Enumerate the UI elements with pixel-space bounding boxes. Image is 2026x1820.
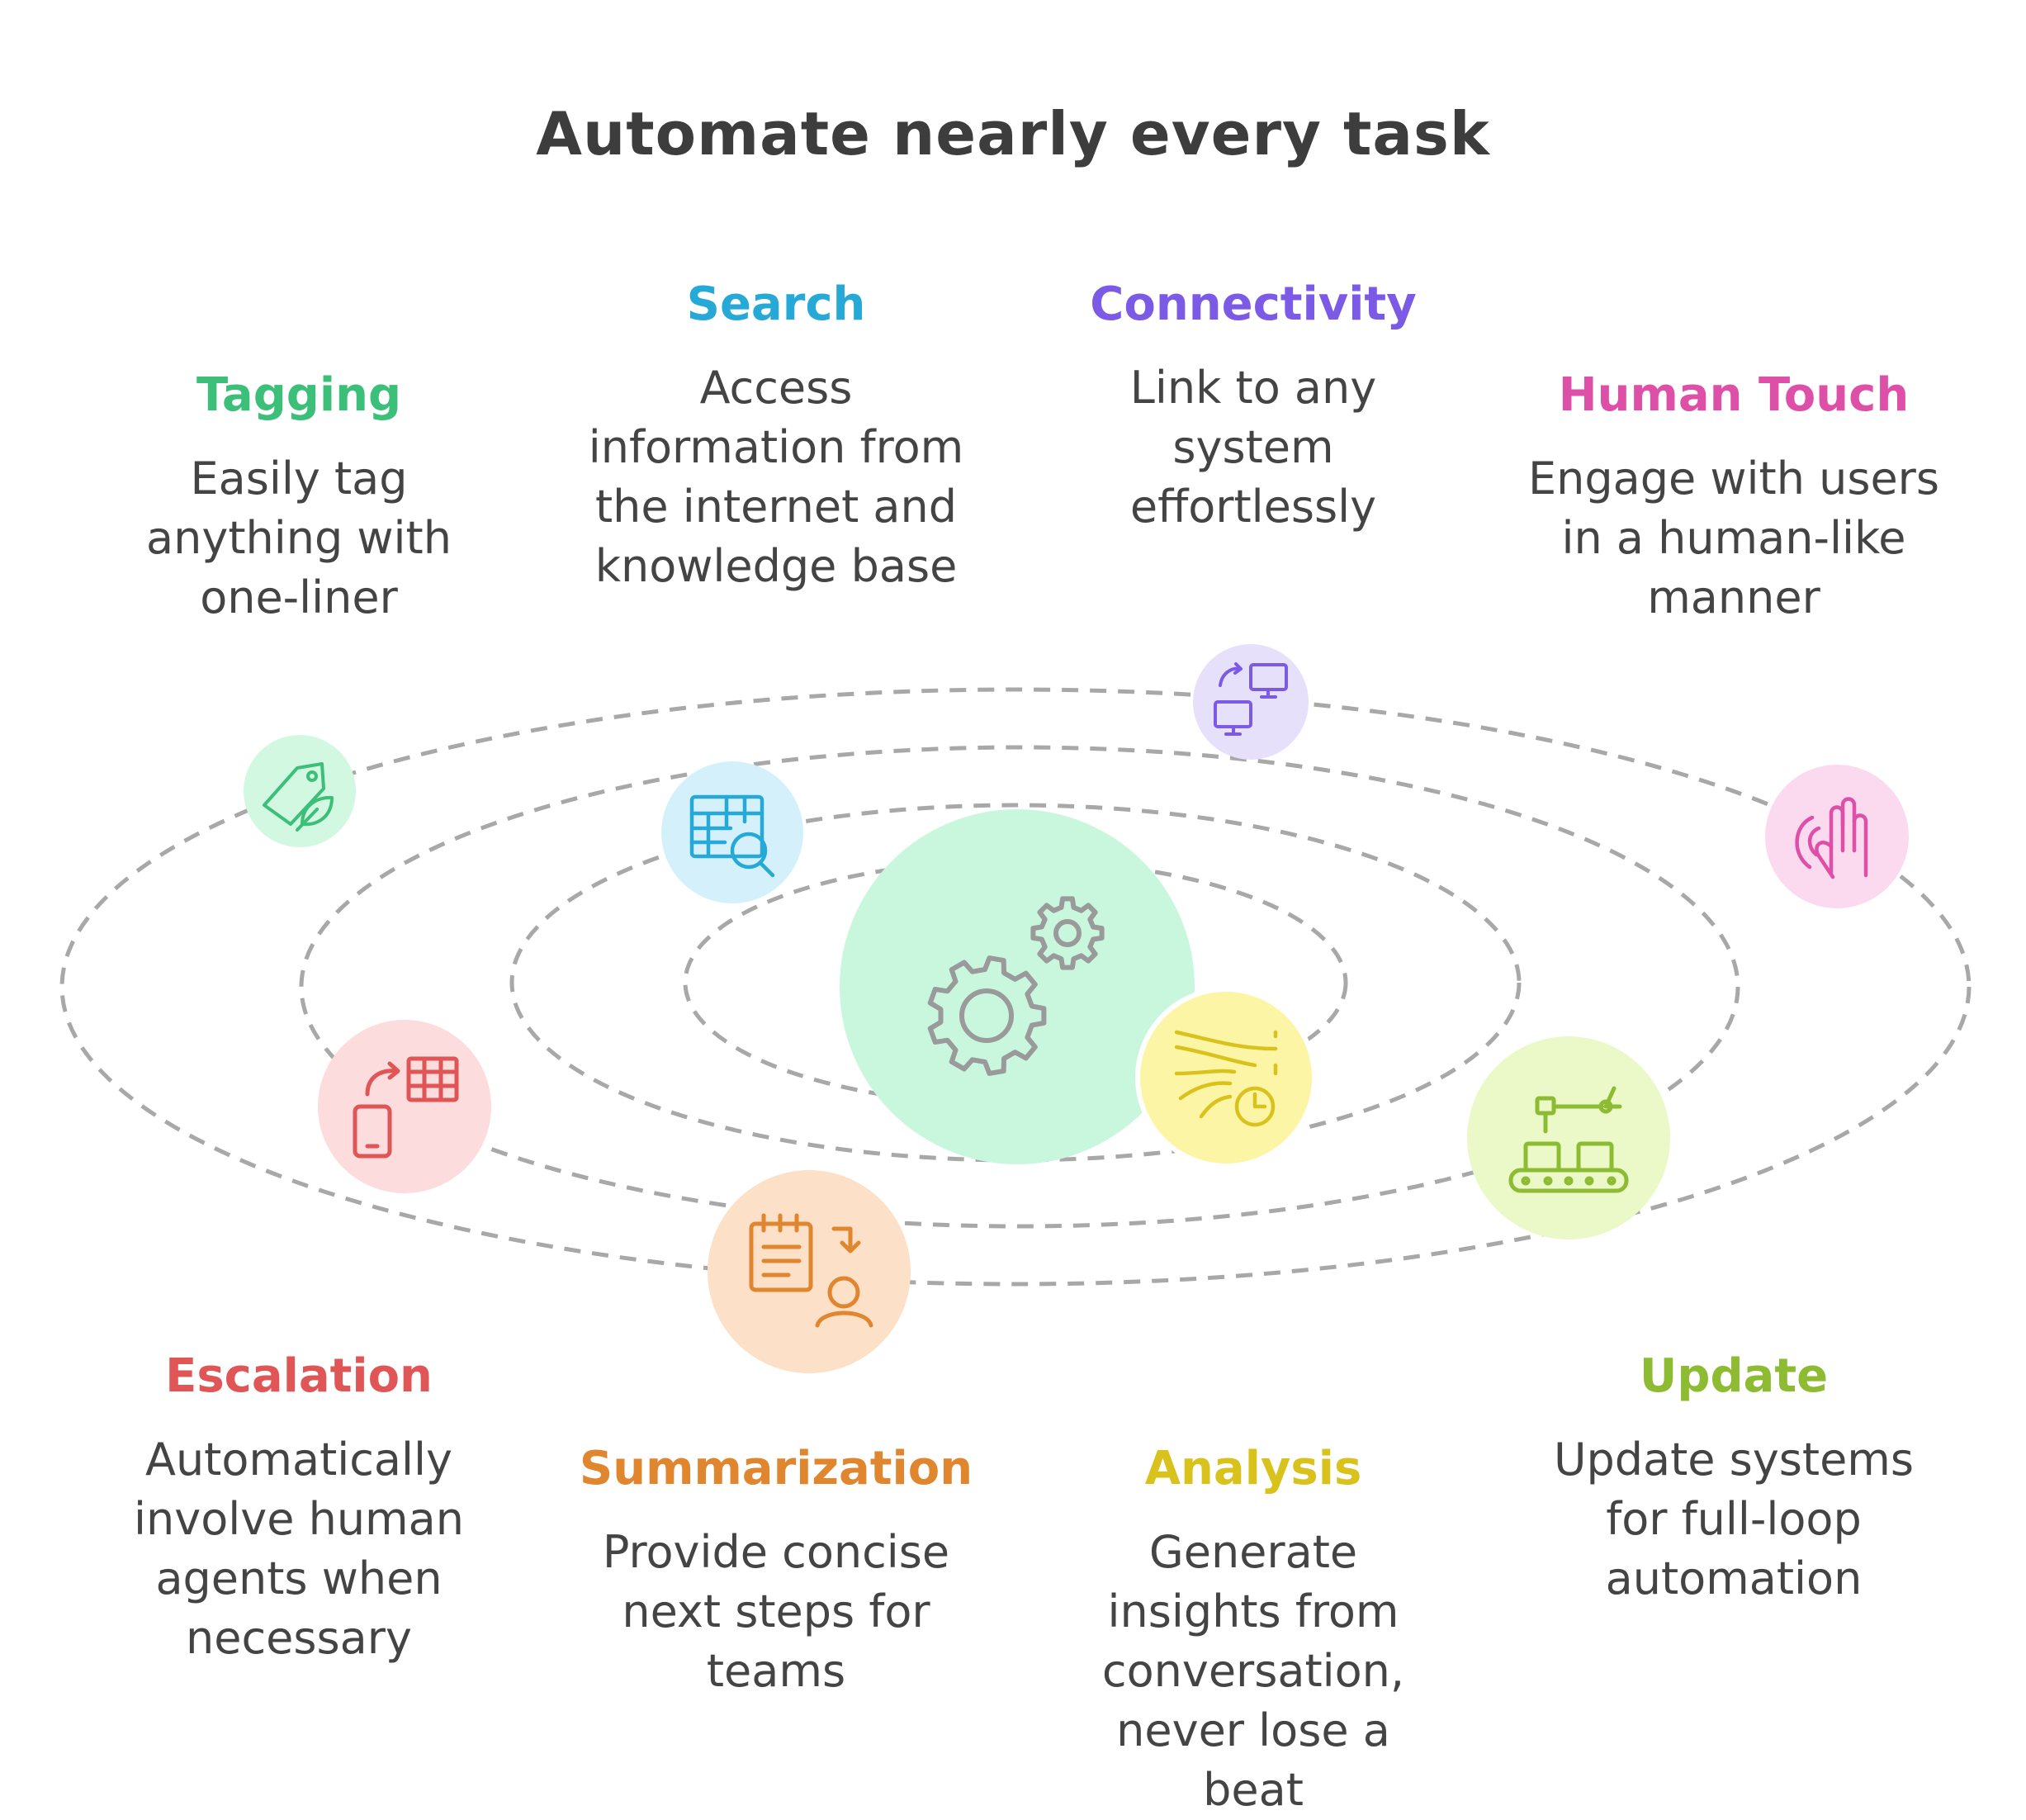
item-connectivity: Connectivity Link to any system effortle… <box>1022 273 1484 537</box>
notes-person-icon <box>749 1213 873 1328</box>
node-connectivity <box>1193 644 1309 760</box>
update-circle <box>1467 1036 1670 1239</box>
analysis-circle <box>1140 992 1312 1164</box>
node-update <box>1467 1036 1670 1239</box>
analysis-description: Generate insights from conversation, nev… <box>1101 1526 1405 1816</box>
summarization-description: Provide concise next steps for teams <box>602 1526 950 1697</box>
search-circle <box>661 761 803 903</box>
escalation-label: Escalation <box>165 1349 433 1403</box>
tagging-circle <box>244 735 356 847</box>
connectivity-label: Connectivity <box>1090 277 1417 331</box>
update-label: Update <box>1639 1349 1829 1403</box>
search-label: Search <box>686 277 866 331</box>
update-description: Update systems for full-loop automation <box>1553 1434 1915 1604</box>
orbit-third <box>299 745 1740 1229</box>
item-analysis: Analysis Generate insights from conversa… <box>1022 1437 1484 1820</box>
node-summarization <box>708 1170 911 1373</box>
gears-icon <box>927 896 1105 1076</box>
search-description: Access information from the internet and… <box>588 362 964 592</box>
robot-arm-conveyor-icon <box>1508 1086 1629 1193</box>
node-escalation <box>318 1020 491 1193</box>
tag-leaf-icon <box>263 762 334 832</box>
table-search-icon <box>689 794 775 878</box>
item-human-touch: Human Touch Engage with users in a human… <box>1503 363 1965 628</box>
diagram-title: Automate nearly every task <box>536 99 1490 168</box>
human-touch-circle <box>1765 765 1909 908</box>
human-touch-description: Engage with users in a human-like manner <box>1527 453 1940 623</box>
node-analysis <box>1135 987 1317 1168</box>
tagging-description: Easily tag anything with one-liner <box>146 453 452 623</box>
phone-grid-icon <box>353 1056 459 1159</box>
analysis-label: Analysis <box>1144 1442 1362 1495</box>
monitors-sync-icon <box>1214 662 1288 736</box>
summarization-label: Summarization <box>579 1442 973 1495</box>
flow-clock-icon <box>1174 1030 1278 1127</box>
item-search: Search Access information from the inter… <box>545 273 1007 596</box>
node-search <box>661 761 803 903</box>
item-escalation: Escalation Automatically involve human a… <box>68 1344 530 1668</box>
orbit-outer <box>59 687 1972 1287</box>
touch-hand-icon <box>1795 797 1868 879</box>
node-human-touch <box>1765 765 1909 908</box>
item-tagging: Tagging Easily tag anything with one-lin… <box>68 363 530 628</box>
node-tagging <box>244 735 356 847</box>
center-node <box>840 809 1195 1164</box>
tagging-label: Tagging <box>196 368 402 422</box>
escalation-description: Automatically involve human agents when … <box>134 1434 464 1664</box>
item-update: Update Update systems for full-loop auto… <box>1503 1344 1965 1609</box>
center-circle <box>840 809 1195 1164</box>
human-touch-label: Human Touch <box>1558 368 1910 422</box>
connectivity-description: Link to any system effortlessly <box>1129 362 1377 533</box>
item-summarization: Summarization Provide concise next steps… <box>545 1437 1007 1701</box>
escalation-circle <box>318 1020 491 1193</box>
